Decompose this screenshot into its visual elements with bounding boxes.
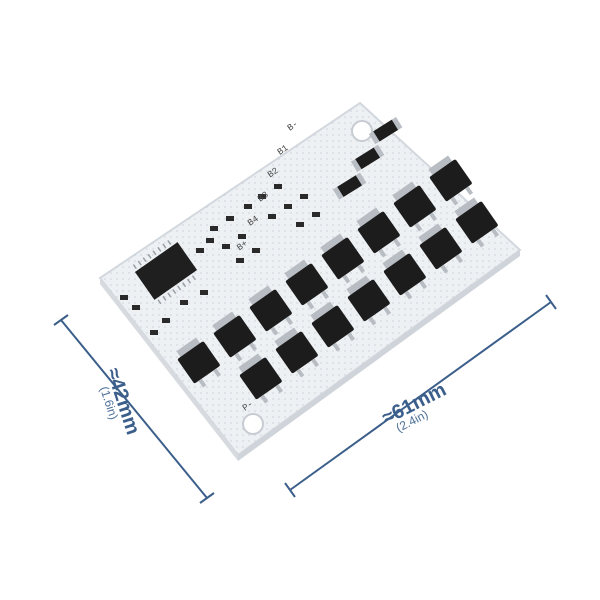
- mosfet: [320, 233, 366, 284]
- mosfet: [346, 275, 392, 326]
- width-dimension: [284, 294, 557, 498]
- mosfet: [356, 207, 402, 258]
- mounting-hole: [351, 120, 373, 142]
- mosfet: [284, 259, 330, 310]
- mosfet: [212, 311, 258, 362]
- shunt-resistors: [332, 117, 403, 200]
- mosfet: [176, 337, 222, 388]
- height-dimension: [53, 314, 215, 504]
- mosfet: [392, 181, 438, 232]
- mosfet: [274, 327, 320, 378]
- silk-label: B-: [286, 119, 301, 133]
- mosfet-array: [176, 155, 500, 404]
- mosfet: [418, 223, 464, 274]
- controller-ic: [132, 240, 198, 305]
- mosfet: [382, 249, 428, 300]
- mosfet: [428, 155, 474, 206]
- smd-components: [120, 184, 320, 335]
- mosfet: [238, 353, 284, 404]
- mosfet: [454, 197, 500, 248]
- mosfet: [248, 285, 294, 336]
- mounting-hole: [242, 413, 264, 435]
- mosfet: [310, 301, 356, 352]
- mounting-holes: [242, 120, 373, 435]
